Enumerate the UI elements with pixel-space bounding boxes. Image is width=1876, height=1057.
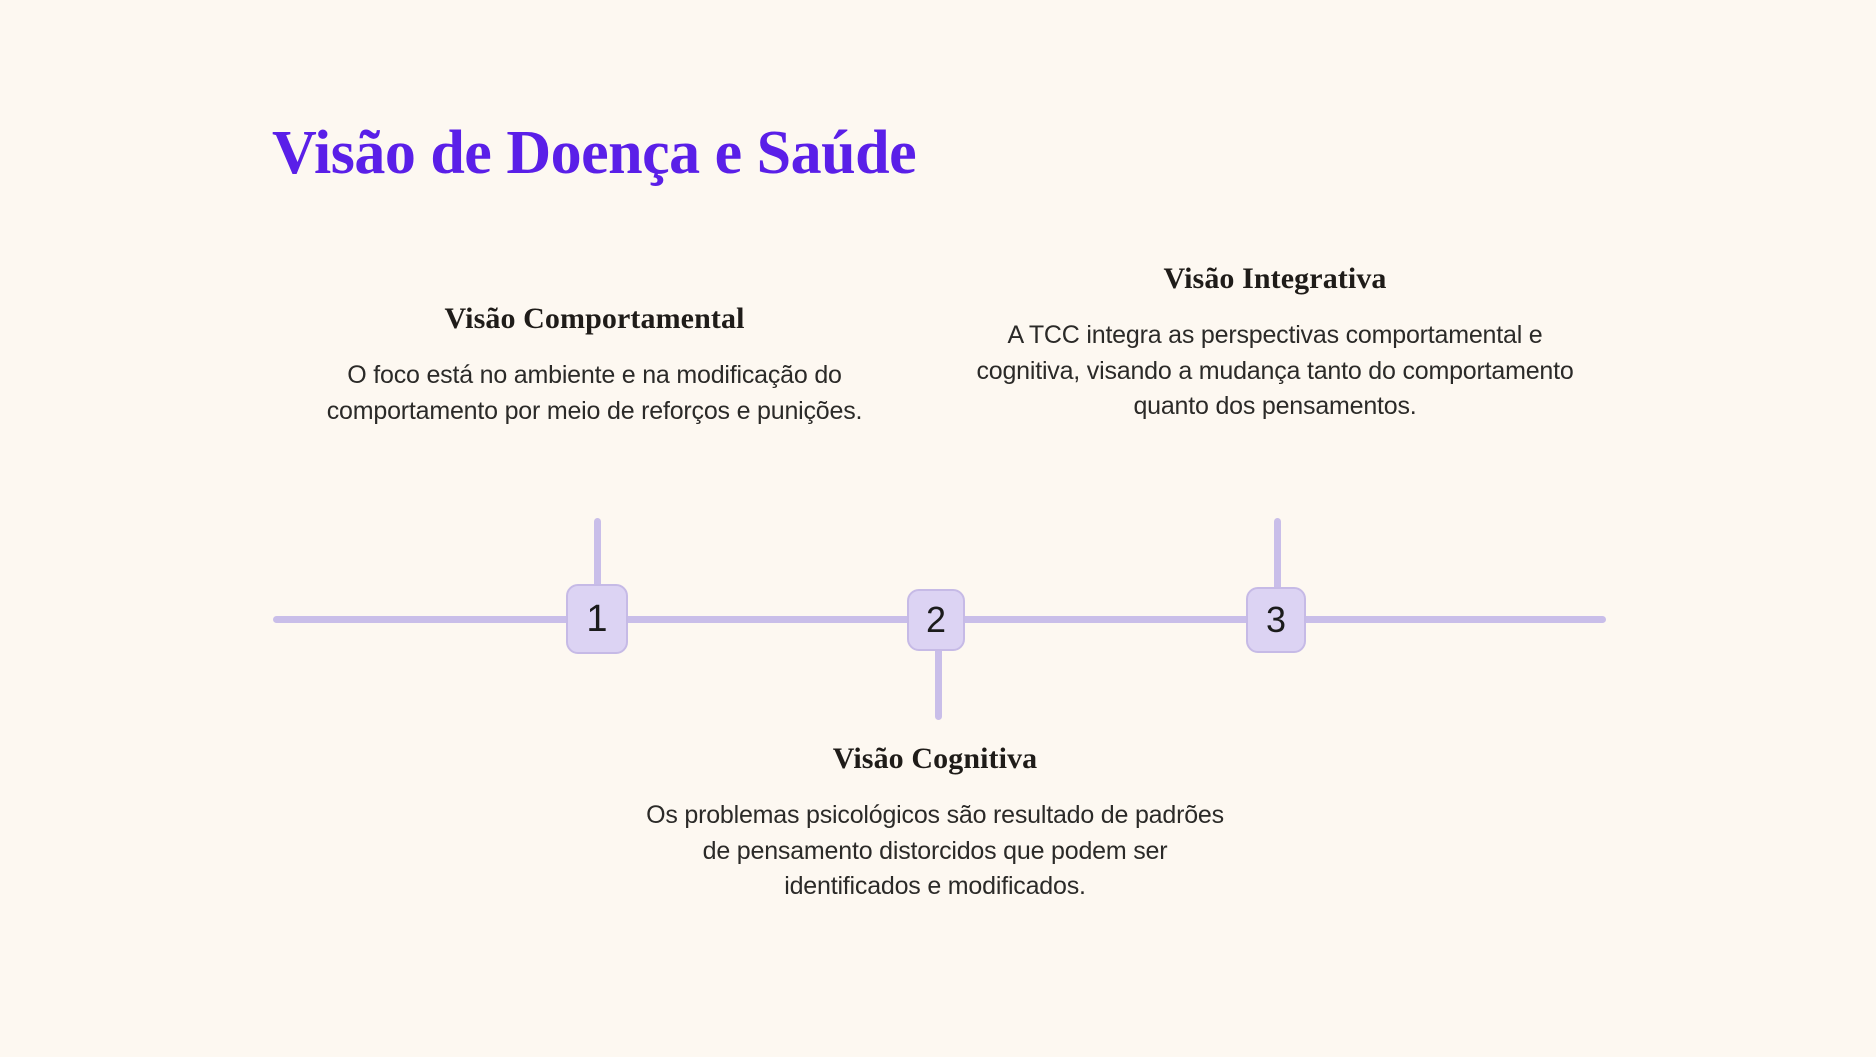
timeline-item-2-body: Os problemas psicológicos são resultado … [646,801,1224,900]
timeline-node-2[interactable]: 2 [907,589,965,651]
timeline-item-1-body: O foco está no ambiente e na modificação… [326,361,863,425]
timeline-item-2-heading: Visão Cognitiva [832,742,1038,775]
connector-stem-2 [935,640,942,720]
timeline-item-3: Visão Integrativa A TCC integra as persp… [975,262,1575,425]
timeline-node-3[interactable]: 3 [1246,587,1306,653]
connector-stem-3 [1274,518,1281,598]
timeline-item-3-body: A TCC integra as perspectivas comportame… [976,321,1574,420]
timeline-item-2: Visão Cognitiva Os problemas psicológico… [635,742,1235,905]
timeline-item-1-heading: Visão Comportamental [444,302,745,335]
timeline-item-3-heading: Visão Integrativa [1163,262,1387,295]
connector-stem-1 [594,518,601,598]
timeline-item-1: Visão Comportamental O foco está no ambi… [297,302,892,429]
timeline-node-1[interactable]: 1 [566,584,628,654]
page-title: Visão de Doença e Saúde [272,119,917,187]
